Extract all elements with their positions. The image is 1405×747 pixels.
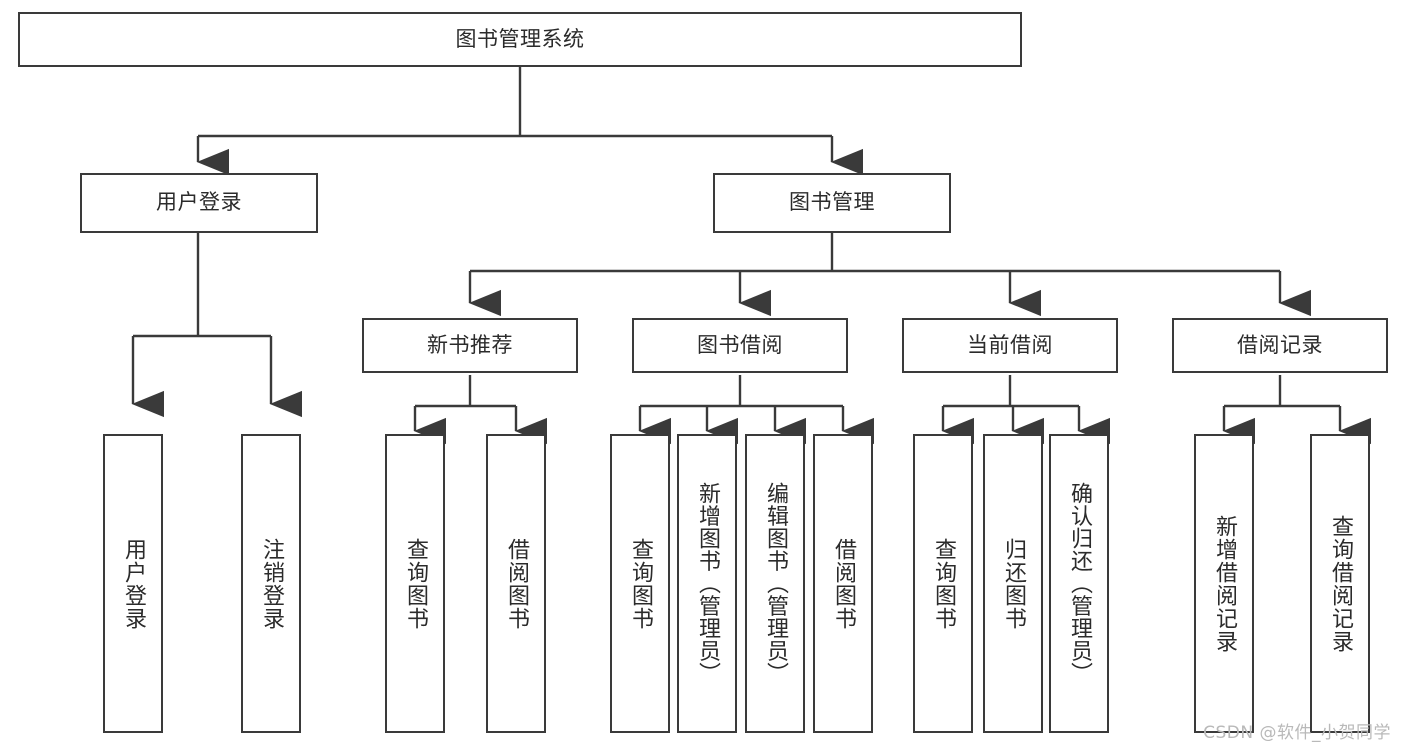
node-label: 用户登录 [156, 190, 242, 215]
node-label: 图书借阅 [697, 332, 783, 357]
leaf-borrow-book-recommend[interactable]: 借阅图书 [486, 434, 546, 733]
node-label: 新书推荐 [427, 332, 513, 357]
watermark-text: CSDN @软件_小贺同学 [1203, 723, 1391, 743]
leaf-add-borrow-record[interactable]: 新增借阅记录 [1194, 434, 1254, 733]
leaf-confirm-return-admin[interactable]: 确认归还（管理员） [1049, 434, 1109, 733]
leaf-query-book-borrow[interactable]: 查询图书 [610, 434, 670, 733]
node-label: 注销登录 [258, 537, 284, 630]
leaf-user-login[interactable]: 用户登录 [103, 434, 163, 733]
node-label: 编辑图书（管理员） [762, 482, 788, 685]
node-label: 新增借阅记录 [1211, 514, 1237, 653]
node-label: 借阅图书 [830, 537, 856, 630]
leaf-add-book-admin[interactable]: 新增图书（管理员） [677, 434, 737, 733]
leaf-query-book-recommend[interactable]: 查询图书 [385, 434, 445, 733]
node-label: 当前借阅 [967, 332, 1053, 357]
node-label: 借阅图书 [503, 537, 529, 630]
node-label: 图书管理 [789, 190, 875, 215]
leaf-edit-book-admin[interactable]: 编辑图书（管理员） [745, 434, 805, 733]
node-root-book-management-system[interactable]: 图书管理系统 [18, 12, 1022, 67]
node-label: 新增图书（管理员） [694, 482, 720, 685]
node-label: 归还图书 [1000, 537, 1026, 630]
leaf-query-book-current[interactable]: 查询图书 [913, 434, 973, 733]
leaf-logout[interactable]: 注销登录 [241, 434, 301, 733]
node-current-borrow[interactable]: 当前借阅 [902, 318, 1118, 373]
node-book-borrow[interactable]: 图书借阅 [632, 318, 848, 373]
node-label: 查询图书 [402, 537, 428, 630]
leaf-borrow-book[interactable]: 借阅图书 [813, 434, 873, 733]
node-label: 查询图书 [627, 537, 653, 630]
node-book-management[interactable]: 图书管理 [713, 173, 951, 233]
node-label: 借阅记录 [1237, 332, 1323, 357]
leaf-query-borrow-record[interactable]: 查询借阅记录 [1310, 434, 1370, 733]
node-borrow-record[interactable]: 借阅记录 [1172, 318, 1388, 373]
node-label: 查询图书 [930, 537, 956, 630]
node-new-book-recommend[interactable]: 新书推荐 [362, 318, 578, 373]
leaf-return-book[interactable]: 归还图书 [983, 434, 1043, 733]
node-label: 图书管理系统 [455, 26, 585, 51]
node-user-login[interactable]: 用户登录 [80, 173, 318, 233]
node-label: 确认归还（管理员） [1066, 482, 1092, 685]
node-label: 用户登录 [120, 537, 146, 630]
node-label: 查询借阅记录 [1327, 514, 1353, 653]
